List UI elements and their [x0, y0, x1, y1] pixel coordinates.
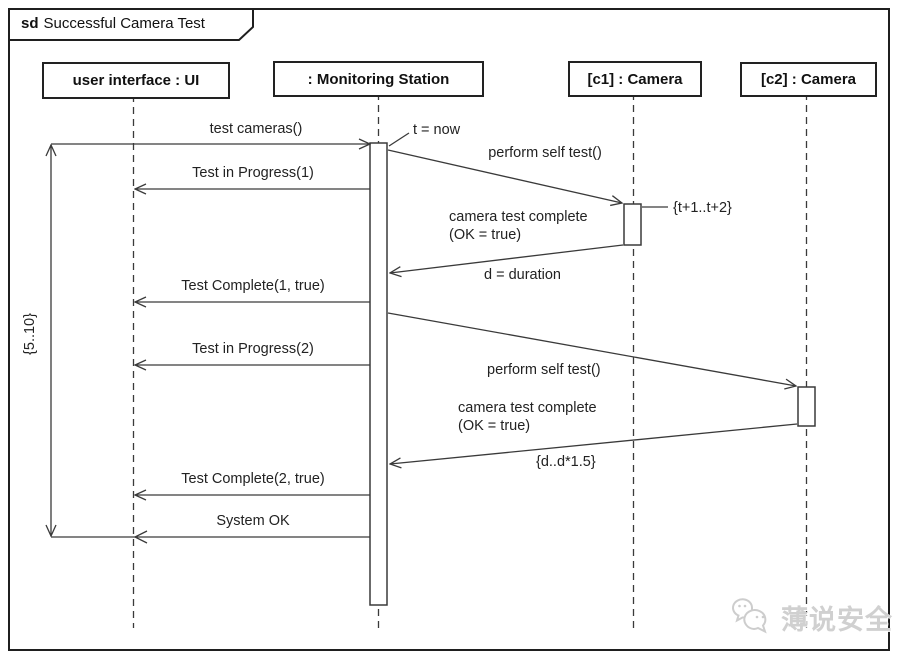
msg-test-in-progress-1-label: Test in Progress(1): [192, 165, 314, 181]
d-interval-label: {d..d*1.5}: [536, 454, 596, 470]
frame-tab-shape: [8, 8, 254, 41]
msg-system-ok-arrowhead: [133, 530, 148, 544]
msg-perform-self-test-1-label: perform self test(): [488, 145, 602, 161]
watermark-text: 薄说安全: [781, 604, 893, 635]
msg-camera-test-complete-2-line2: (OK = true): [458, 418, 531, 434]
watermark: 薄说安全: [731, 597, 893, 637]
lifeline-head-ui-label: user interface : UI: [72, 72, 200, 89]
msg-perform-self-test-2-label: perform self test(): [487, 362, 601, 378]
msg-test-complete-1-label: Test Complete(1, true): [181, 278, 325, 294]
msg-camera-test-complete-1-line2: (OK = true): [449, 227, 522, 243]
frame-title-text: Successful Camera Test: [43, 15, 205, 32]
lifeline-head-c1: [c1] : Camera: [568, 61, 702, 97]
duration-constraint-label: {5..10}: [22, 313, 38, 355]
t-interval-label: {t+1..t+2}: [673, 200, 732, 216]
wechat-icon: [732, 598, 767, 634]
t-now-label: t = now: [413, 122, 461, 138]
msg-camera-test-complete-2-label: camera test complete (OK = true): [458, 399, 597, 435]
lifeline-head-monitoring-station: : Monitoring Station: [273, 61, 484, 97]
msg-camera-test-complete-2-line: [390, 423, 798, 464]
msg-perform-self-test-2-line: [387, 312, 796, 386]
activation-c1: [623, 203, 642, 246]
activation-c2: [797, 386, 816, 427]
msg-test-cameras-label: test cameras(): [209, 121, 303, 137]
lifeline-head-c1-label: [c1] : Camera: [587, 70, 683, 88]
msg-camera-test-complete-2-line1: camera test complete: [458, 400, 597, 416]
d-duration-label: d = duration: [484, 267, 561, 283]
frame-keyword: sd: [21, 15, 39, 32]
activation-monitoring-station: [369, 142, 388, 606]
msg-camera-test-complete-1-label: camera test complete (OK = true): [449, 208, 588, 244]
msg-perform-self-test-1-line: [387, 149, 622, 203]
lifeline-head-monitoring-station-label: : Monitoring Station: [307, 70, 450, 88]
lifeline-head-c2: [c2] : Camera: [740, 62, 877, 97]
t-now-pointer-line: [388, 132, 410, 147]
lifeline-head-ui: user interface : UI: [42, 62, 230, 99]
lifeline-head-c2-label: [c2] : Camera: [760, 71, 857, 88]
msg-test-complete-2-label: Test Complete(2, true): [181, 471, 325, 487]
msg-camera-test-complete-1-line: [390, 244, 624, 273]
msg-system-ok-label: System OK: [216, 513, 290, 529]
msg-camera-test-complete-1-line1: camera test complete: [449, 209, 588, 225]
frame-border: [8, 8, 890, 651]
msg-test-in-progress-2-label: Test in Progress(2): [192, 341, 314, 357]
